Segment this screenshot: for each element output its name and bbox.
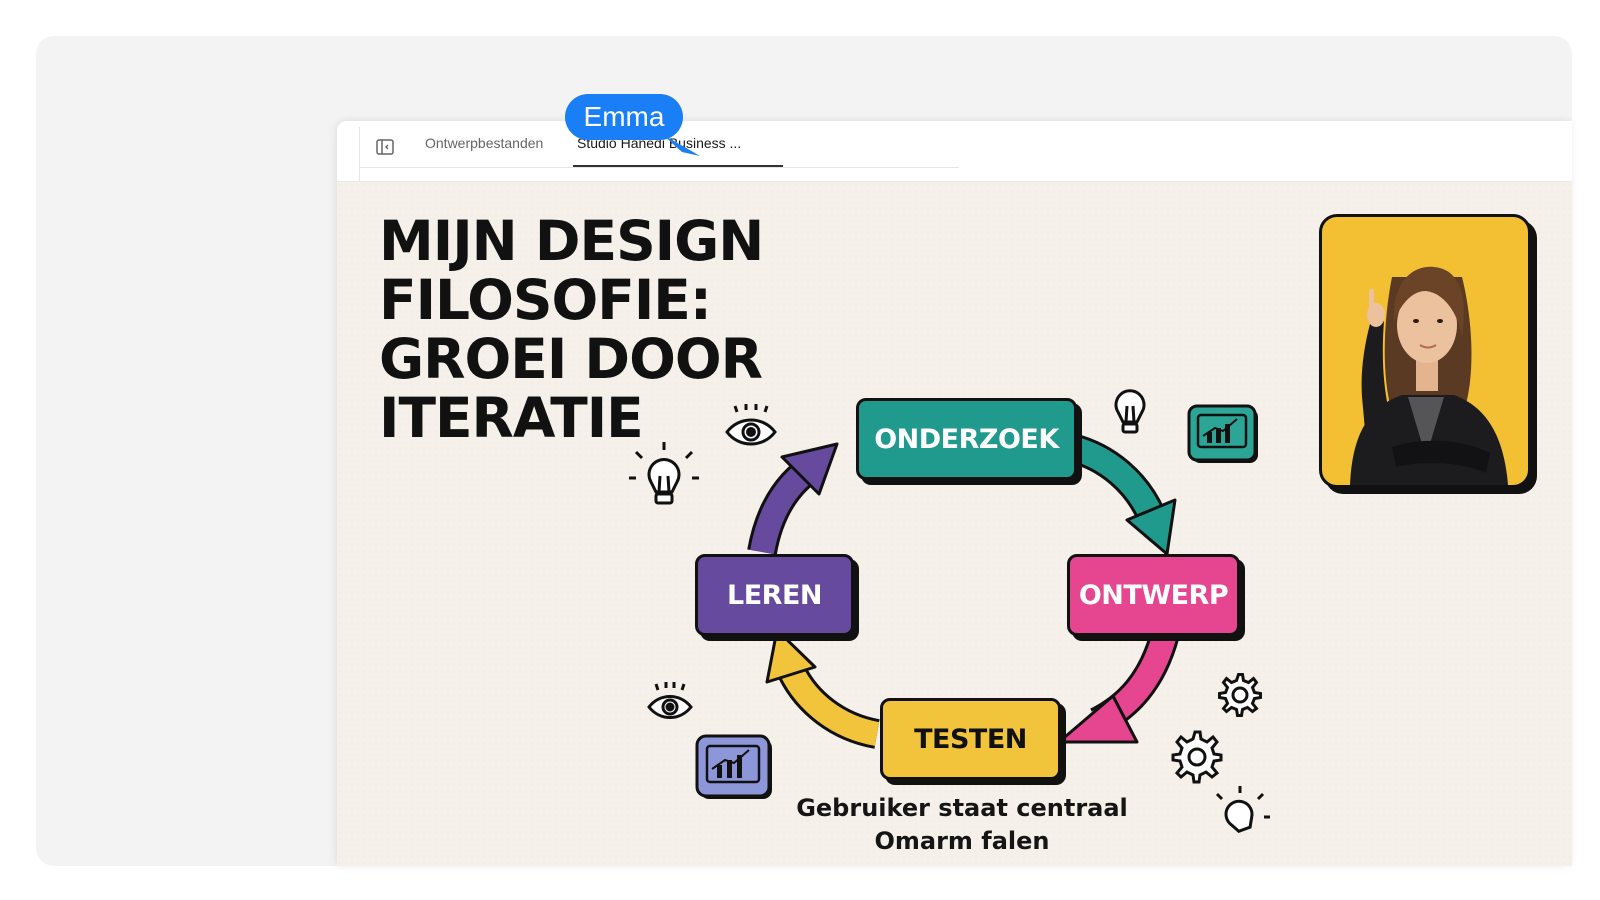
arrow-learn-to-research [747,442,839,555]
eye-icon [725,404,777,446]
chart-bubble-icon [1187,404,1258,463]
collaborator-cursor-label: Emma [565,94,683,140]
chart-bubble-icon [695,734,772,799]
caption-user-centered: Gebruiker staat centraal [796,794,1128,822]
step-ontwerp: ONTWERP [1067,554,1240,636]
slide-title: MIJN DESIGN FILOSOFIE: GROEI DOOR ITERAT… [379,209,764,450]
tab-strip-divider [359,167,959,168]
document-window: Ontwerpbestanden Studio Hanedi Business … [337,121,1572,866]
lightbulb-icon [1114,389,1146,434]
lightbulb-icon [629,442,699,505]
arrow-research-to-design [1067,433,1177,556]
eye-icon [647,682,693,719]
step-testen: TESTEN [880,698,1061,780]
tab-bar-edge [359,127,360,181]
lightbulb-icon [1215,786,1270,833]
active-tab-indicator [573,165,783,167]
sidebar-toggle-icon[interactable] [375,137,395,157]
caption-embrace-failure: Omarm falen [874,827,1050,855]
collaborator-pointer-icon [662,134,700,156]
gear-icon [1218,673,1262,717]
slide-canvas[interactable]: MIJN DESIGN FILOSOFIE: GROEI DOOR ITERAT… [337,182,1572,866]
arrow-test-to-learn [765,628,881,749]
arrow-design-to-test [1057,629,1180,744]
tab-ontwerpbestanden[interactable]: Ontwerpbestanden [425,135,544,151]
tab-bar: Ontwerpbestanden Studio Hanedi Business … [337,121,1572,182]
person-illustration [1350,266,1508,485]
iteration-cycle-arrows [629,389,1270,833]
person-portrait [1319,214,1531,488]
step-leren: LEREN [695,554,854,636]
gear-icon [1171,730,1223,784]
step-onderzoek: ONDERZOEK [856,398,1077,480]
